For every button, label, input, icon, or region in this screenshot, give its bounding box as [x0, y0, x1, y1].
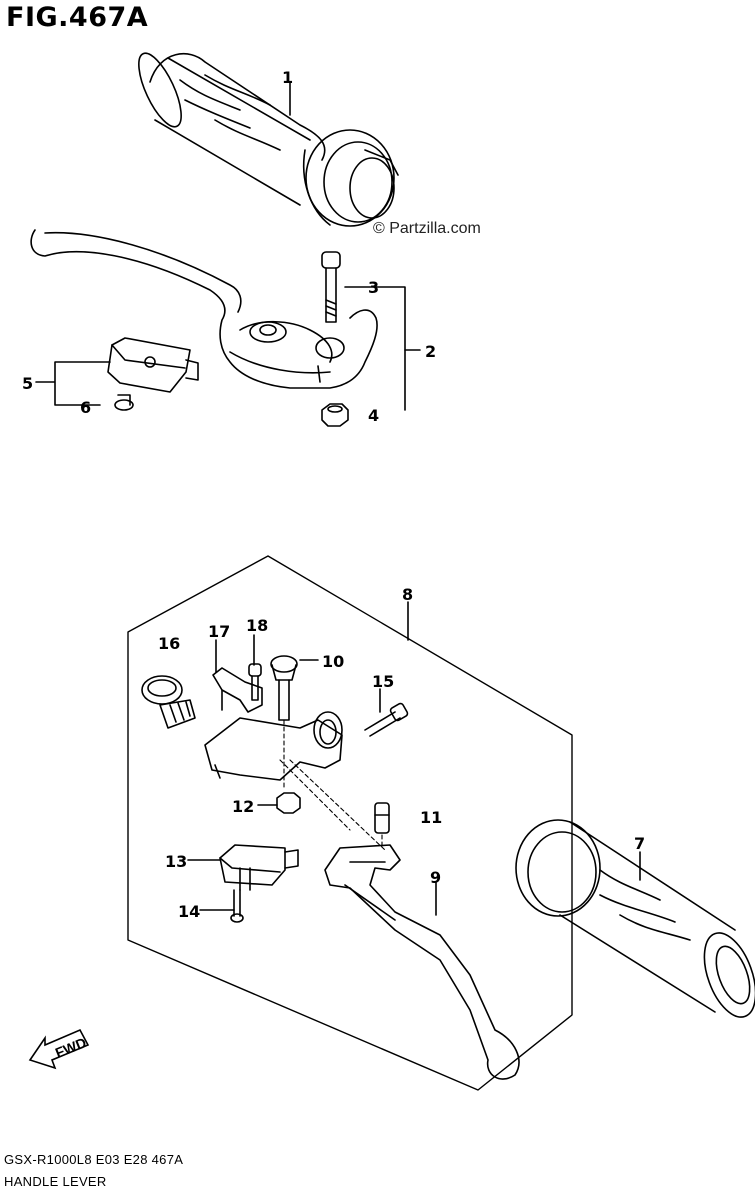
callout-14: 14 [178, 902, 201, 921]
callout-4: 4 [368, 406, 380, 425]
lever-bolt [270, 655, 298, 721]
switch-screw [114, 394, 134, 411]
callout-3: 3 [368, 278, 380, 297]
callout-8: 8 [402, 585, 414, 604]
left-grip [515, 819, 755, 1018]
callout-1: 1 [282, 68, 294, 87]
clutch-lever [324, 844, 520, 1080]
fwd-arrow: FWD [28, 1028, 90, 1070]
callout-17: 17 [208, 622, 231, 641]
holder-nut [276, 792, 301, 814]
callout-11: 11 [420, 808, 443, 827]
brake-switch [107, 337, 199, 393]
fwd-label: FWD [53, 1034, 89, 1061]
callout-18: 18 [246, 616, 269, 635]
figure-title: FIG.467A [6, 2, 149, 33]
pivot-bolt [321, 251, 341, 323]
lever-pin [374, 802, 390, 834]
callout-12: 12 [232, 797, 255, 816]
callout-7: 7 [634, 834, 646, 853]
callout-15: 15 [372, 672, 395, 691]
switch-screw-14 [230, 889, 244, 923]
pivot-nut [321, 403, 349, 427]
clutch-switch [219, 844, 299, 891]
callout-16: 16 [158, 634, 181, 653]
small-screw [248, 663, 262, 701]
assembly-outline [127, 555, 573, 1091]
clip-bracket [212, 667, 263, 713]
figure-code: GSX-R1000L8 E03 E28 467A [4, 1152, 184, 1167]
holder-bolt [364, 702, 409, 737]
callout-10: 10 [322, 652, 345, 671]
lever-holder [204, 711, 343, 781]
callout-13: 13 [165, 852, 188, 871]
adjuster-knob [141, 675, 196, 729]
callout-5: 5 [22, 374, 34, 393]
callout-9: 9 [430, 868, 442, 887]
callout-2: 2 [425, 342, 437, 361]
brake-lever [30, 229, 378, 389]
throttle-grip [138, 52, 399, 227]
callout-6: 6 [80, 398, 92, 417]
watermark: © Partzilla.com [373, 220, 481, 237]
figure-caption: HANDLE LEVER [4, 1174, 107, 1189]
